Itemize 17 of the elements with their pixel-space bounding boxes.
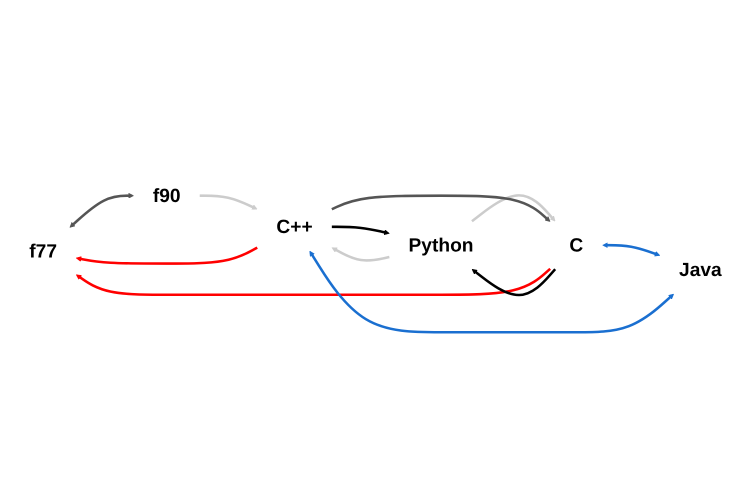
- arrow: [332, 247, 390, 262]
- node-text: Java: [679, 259, 722, 281]
- node-text: f90: [152, 185, 181, 206]
- node-text: Python: [408, 234, 474, 256]
- node-text: C++: [276, 216, 313, 238]
- arrow: [200, 194, 258, 210]
- node-text: C: [569, 234, 584, 256]
- arrow: [602, 242, 660, 256]
- arrow: [471, 194, 556, 222]
- arrow: [76, 268, 552, 296]
- arrow: [70, 192, 134, 228]
- arrow: [76, 246, 258, 265]
- arrow: [472, 268, 556, 296]
- arrow: [309, 250, 674, 334]
- node-text: f77: [29, 241, 57, 262]
- arrow: [332, 226, 390, 236]
- arrow: [331, 194, 550, 222]
